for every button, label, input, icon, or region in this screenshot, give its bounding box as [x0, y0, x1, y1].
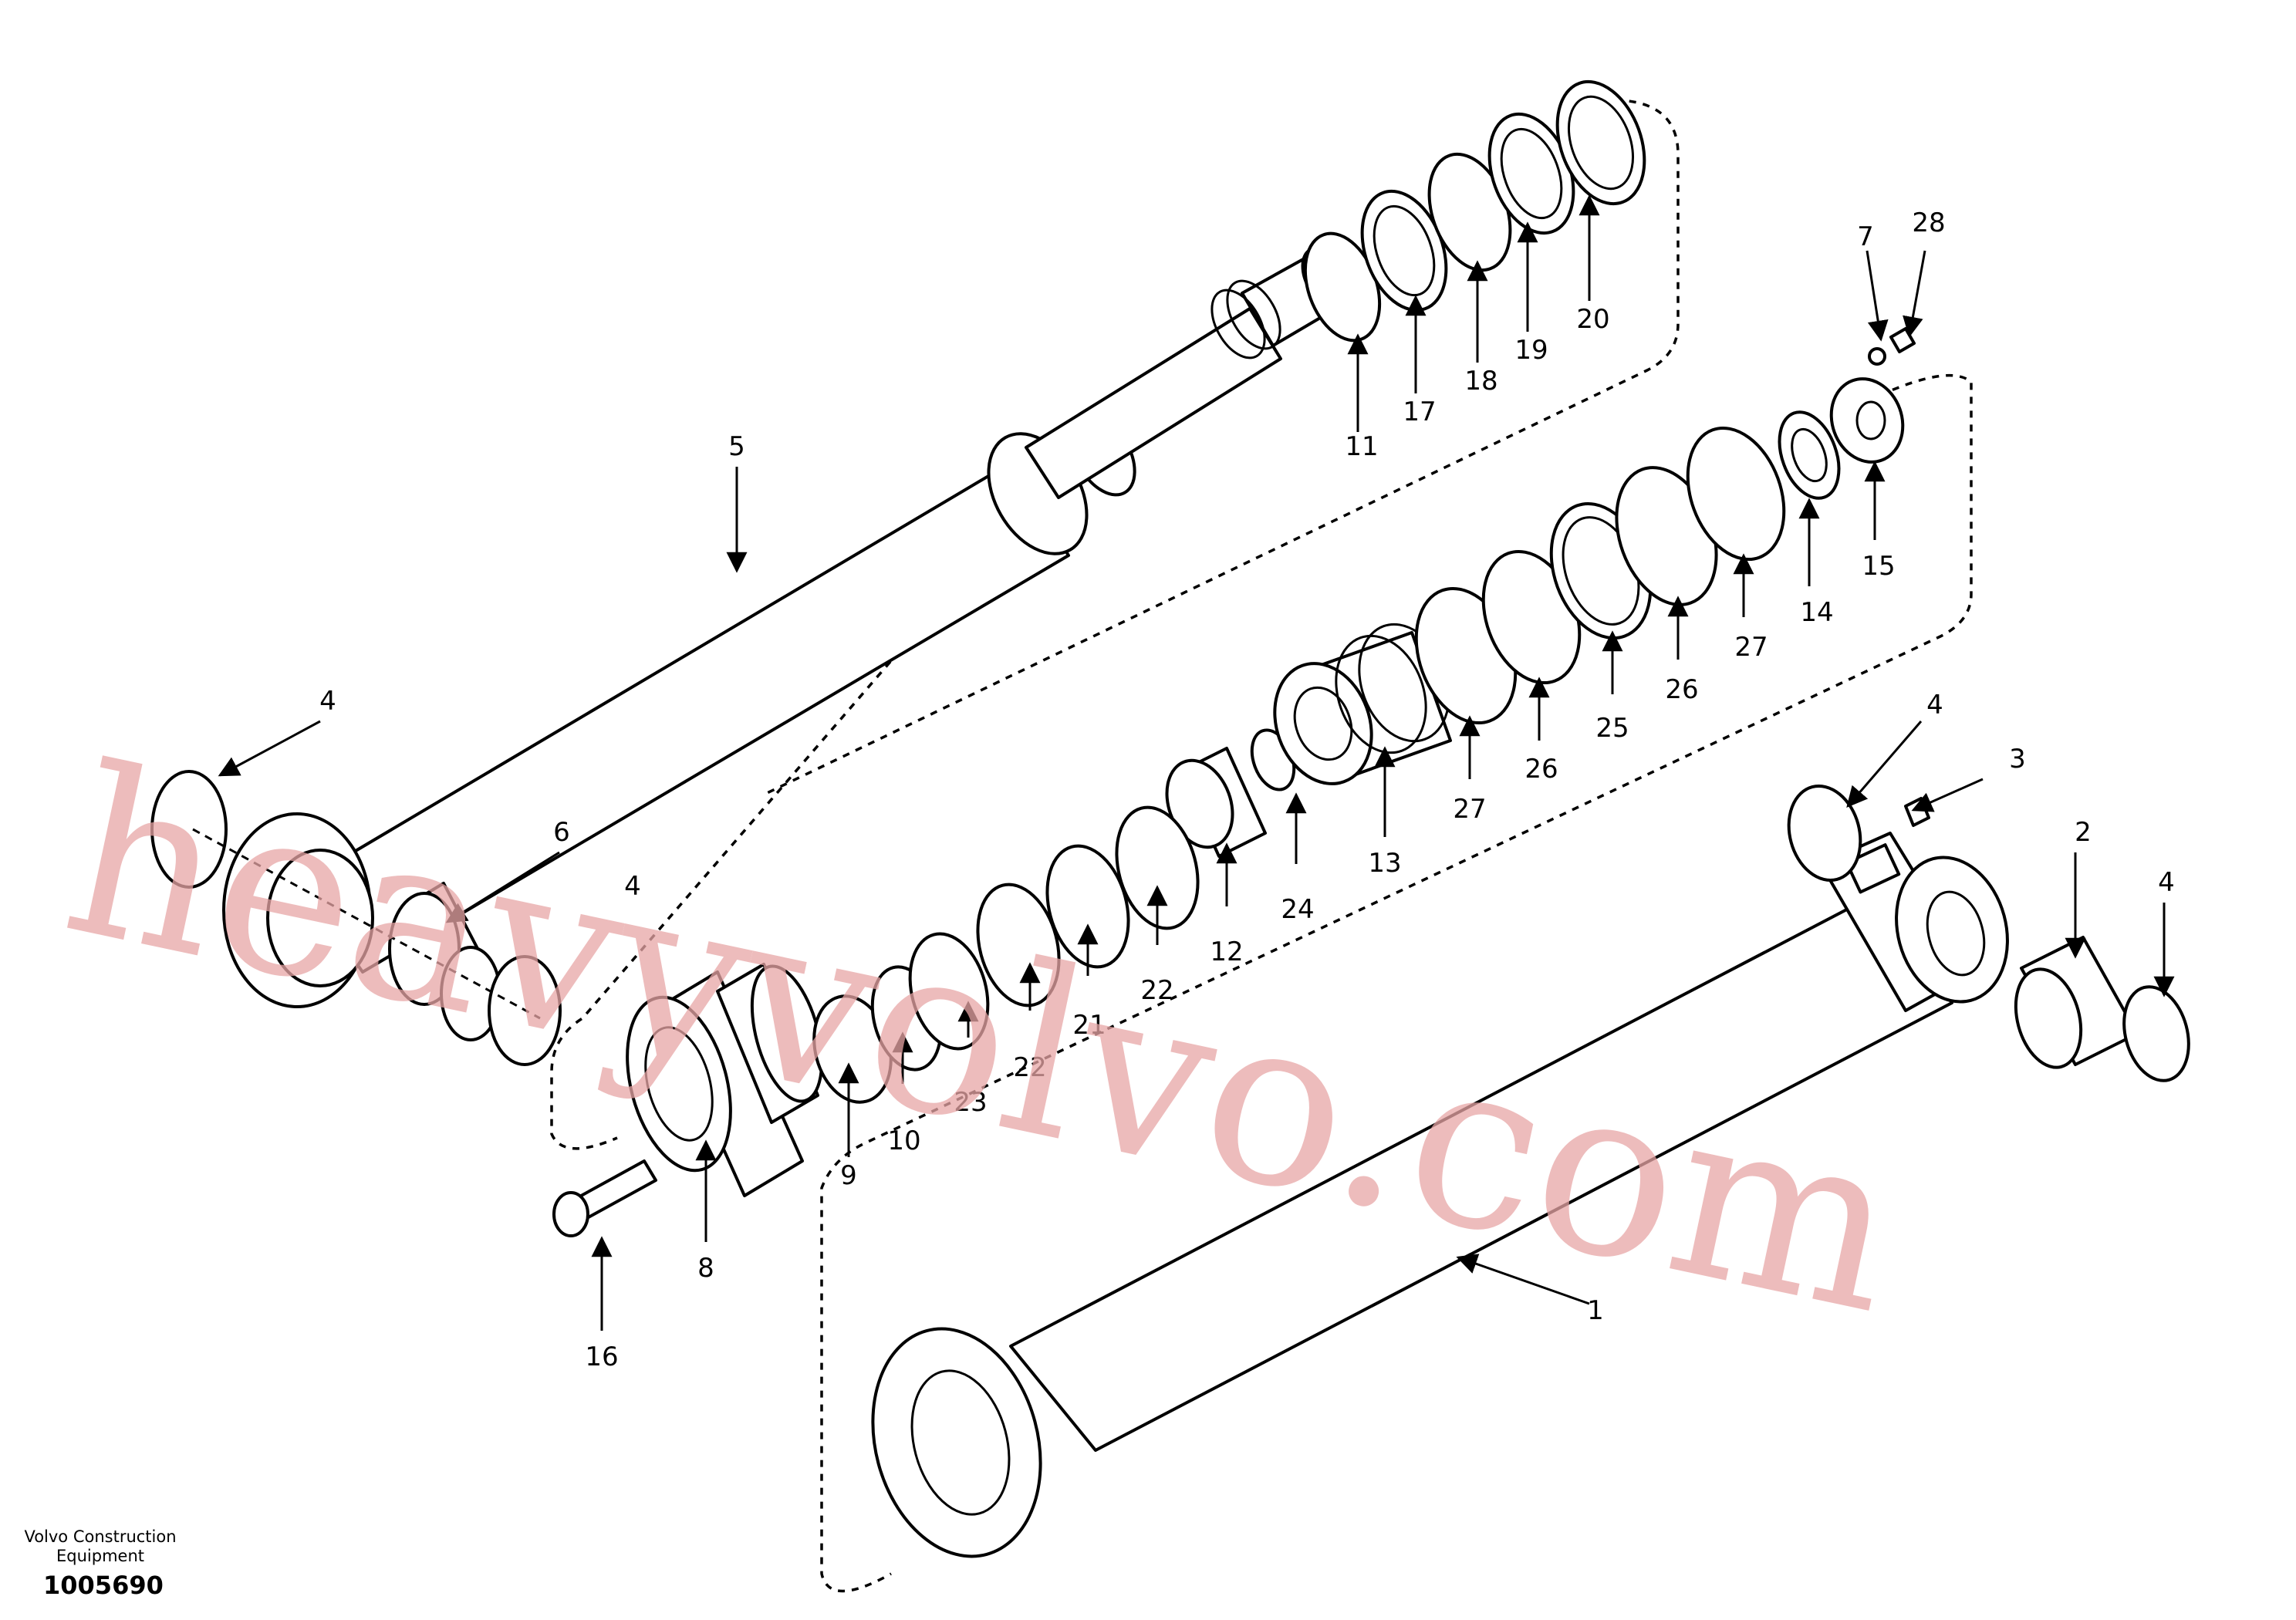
callout-27-bottom: 27: [1453, 794, 1486, 825]
callout-17: 17: [1403, 397, 1436, 427]
callout-19: 19: [1514, 335, 1548, 366]
gland-assembly-outline: [550, 565, 974, 1150]
callout-7: 7: [1857, 221, 1874, 252]
callout-18: 18: [1464, 366, 1497, 397]
piston-seal-stack: [1165, 326, 1916, 858]
callout-24: 24: [1281, 894, 1314, 925]
rod-seal-stack: [1303, 79, 1646, 343]
cylinder-tube: [871, 797, 2009, 1558]
callout-12: 12: [1210, 937, 1243, 967]
callout-26-bottom: 26: [1524, 754, 1558, 785]
rod-end-bushing: [388, 882, 501, 1041]
callout-9: 9: [840, 1160, 857, 1191]
callout-3: 3: [2009, 744, 2026, 775]
callout-leaders: [218, 194, 2175, 1331]
callout-4-tube-top: 4: [1926, 690, 1943, 721]
callout-15: 15: [1862, 551, 1895, 582]
callout-2: 2: [2075, 817, 2092, 848]
callout-5: 5: [728, 431, 745, 462]
callout-10: 10: [887, 1126, 920, 1156]
callout-16: 16: [585, 1342, 618, 1372]
socket-head-bolt: [552, 1159, 657, 1237]
seal-ring-4-right-top: [1787, 784, 1862, 883]
callout-26-top: 26: [1665, 674, 1698, 705]
callout-4-tube-bottom: 4: [2158, 867, 2175, 898]
callout-21: 21: [1072, 1010, 1106, 1041]
seal-ring-4-left-top: [150, 770, 228, 889]
piston-seal-assembly-outline: [820, 373, 1973, 1593]
company-line-1: Volvo Construction: [24, 1527, 177, 1546]
company-line-2: Equipment: [56, 1547, 144, 1565]
drawing-number: 1005690: [43, 1571, 164, 1600]
callout-labels: 5 4 6 4 4 3 2 4 1 11 17 18 19 20 7 28 15…: [319, 208, 2175, 1372]
callout-23: 23: [954, 1087, 987, 1118]
callout-11: 11: [1345, 431, 1378, 462]
callout-20: 20: [1576, 304, 1609, 335]
callout-22-top: 22: [1140, 975, 1173, 1006]
callout-13: 13: [1368, 848, 1401, 879]
seal-ring-4-right-bottom: [2122, 985, 2190, 1082]
company-name: Volvo Construction Equipment: [8, 1527, 193, 1566]
callout-27-top: 27: [1734, 632, 1768, 663]
tube-end-bushing: [2014, 936, 2139, 1069]
callout-8: 8: [697, 1253, 714, 1284]
callout-22-bottom: 22: [1013, 1052, 1046, 1083]
callout-1: 1: [1587, 1295, 1604, 1326]
callout-25: 25: [1595, 713, 1629, 744]
callout-4-rod-bottom: 4: [624, 871, 641, 902]
callout-28: 28: [1912, 208, 1945, 238]
callout-6: 6: [553, 817, 570, 848]
callout-14: 14: [1800, 597, 1833, 628]
callout-4-rod-top: 4: [319, 686, 336, 717]
